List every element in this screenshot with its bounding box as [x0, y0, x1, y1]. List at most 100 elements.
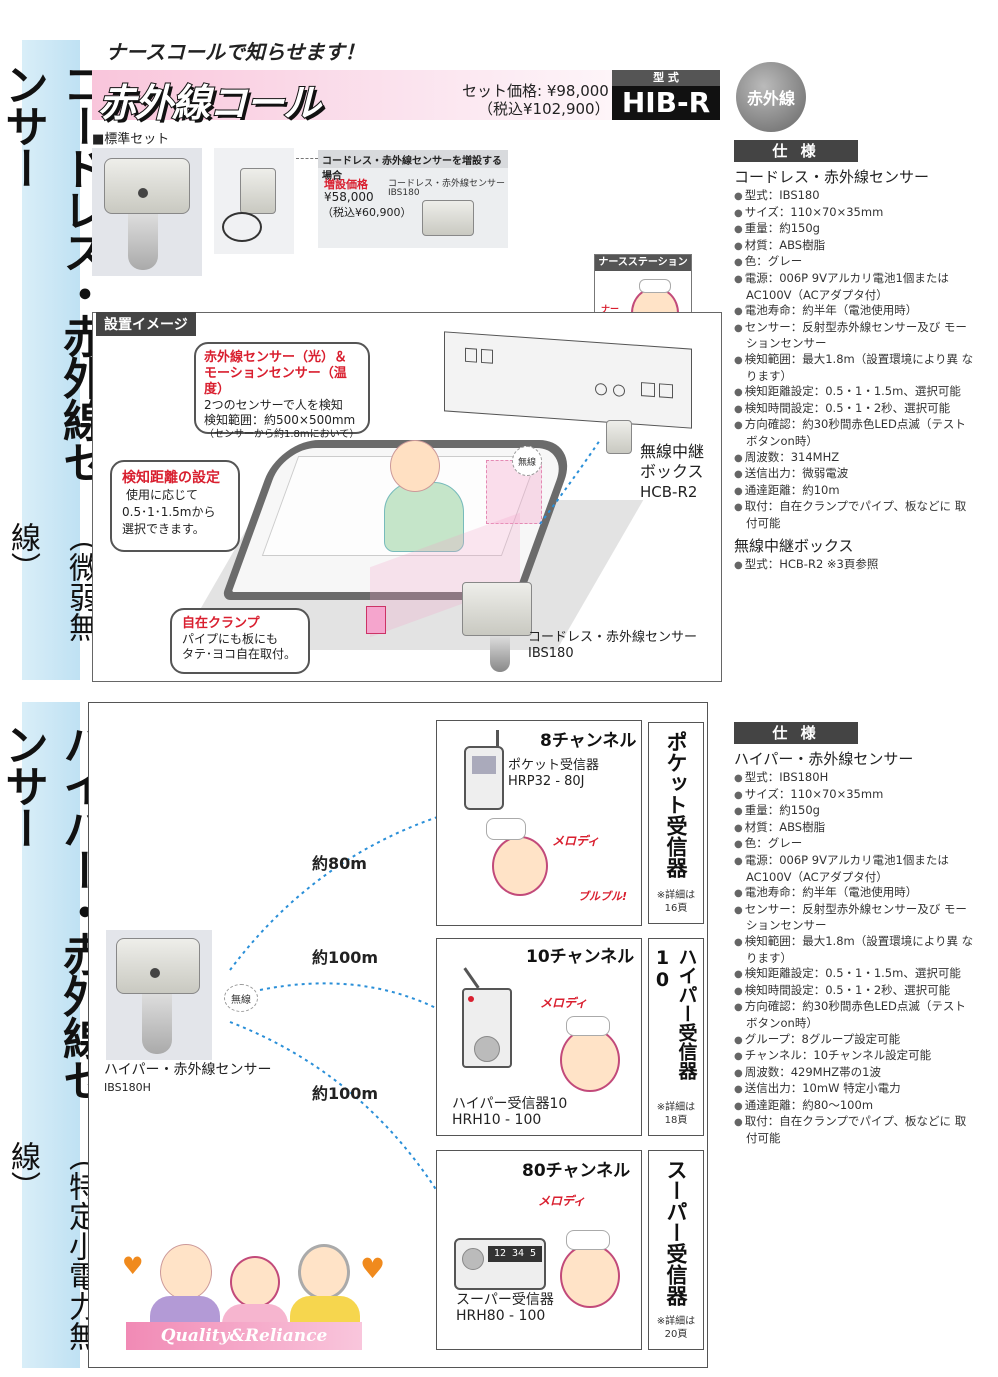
elder-woman-face: [298, 1244, 350, 1300]
super-receiver-display-text: 12 34 5: [493, 1248, 537, 1259]
spec-item: 電源：006P 9Vアルカリ電池1個または AC100V（ACアダプタ付）: [734, 271, 974, 303]
spec-item: 材質：ABS樹脂: [734, 238, 974, 255]
distance-8ch: 約80m: [312, 854, 367, 873]
wireless-text-1: 無線: [517, 457, 536, 468]
spec-item: 検知範囲：最大1.8m（設置環境により異 なります）: [734, 352, 974, 384]
spec-item: グループ：8グループ設定可能: [734, 1032, 974, 1049]
spec-item: センサー：反射型赤外線センサー及び モーションセンサー: [734, 320, 974, 352]
hyper-note-2: 18頁: [664, 1115, 688, 1126]
elder-man-face: [160, 1244, 212, 1300]
relay-cable: [222, 212, 262, 242]
wireless-path-10ch: [259, 982, 441, 1011]
hyper-vertical-label: ハイパー受信器10 ※詳細は 18頁: [648, 938, 704, 1136]
heart-icon: ♥: [360, 1252, 386, 1285]
hyper-receiver-speaker: [474, 1036, 500, 1062]
model-label: 型 式: [612, 70, 720, 86]
spec-item: 色：グレー: [734, 254, 974, 271]
spec-item: 電池寿命：約半年（電池使用時）: [734, 303, 974, 320]
super-note-2: 20頁: [664, 1329, 688, 1340]
dashed-connector: [296, 158, 318, 159]
super-vertical-label: スーパー受信器 ※詳細は 20頁: [648, 1150, 704, 1350]
spec-list-1: コードレス・赤外線センサー 型式：IBS180サイズ：110×70×35mm重量…: [734, 166, 974, 574]
wireless-label-1: 無線: [512, 446, 542, 476]
super-receiver-device: 12 34 5: [454, 1238, 546, 1290]
spec-title-1: コードレス・赤外線センサー: [734, 168, 930, 186]
nurse-center-face: [230, 1256, 280, 1308]
tagline: ナースコールで知らせます！: [106, 40, 365, 64]
callout-sensor-line-3: （センサーから約1.8mにおいて）: [204, 429, 360, 440]
hyper-sensor-body: [116, 938, 200, 994]
callout-distance-line-1: 使用に応じて: [126, 488, 199, 502]
pocket-vertical-label: ポケット受信器 ※詳細は 16頁: [648, 722, 704, 924]
super-receiver-speaker: [462, 1248, 484, 1270]
relay-body: [240, 168, 276, 214]
super-receiver-display: 12 34 5: [488, 1246, 542, 1262]
spec-title-2: ハイパー・赤外線センサー: [734, 750, 914, 768]
spec-list-2: ハイパー・赤外線センサー 型式：IBS180Hサイズ：110×70×35mm重量…: [734, 748, 974, 1147]
callout-distance-line-3: 選択できます。: [122, 522, 205, 536]
spec-item: 検知時間設定：0.5・1・2秒、選択可能: [734, 401, 974, 418]
patient-body: [384, 482, 464, 552]
relay-model: HCB-R2: [640, 483, 698, 501]
wireless-label-2: 無線: [224, 984, 258, 1012]
addon-sensor-image: [422, 200, 474, 236]
pocket-note-2: 16頁: [664, 903, 688, 914]
pocket-note: ※詳細は 16頁: [657, 889, 695, 915]
nurse-8ch-face: [492, 836, 548, 896]
relay-box: [606, 420, 632, 454]
callout-sensor: 赤外線センサー（光）＆ モーションセンサー（温度） 2つのセンサーで人を検知 検…: [194, 342, 370, 440]
spec-items-relay: 型式：HCB-R2 ※3頁参照: [734, 557, 974, 574]
spec-header-1: 仕 様: [734, 140, 858, 162]
hyper-note-1: ※詳細は: [656, 1102, 696, 1113]
channel-80-title: 80チャンネル: [522, 1161, 631, 1181]
nurse-80ch-face: [560, 1244, 620, 1308]
side-band-2: [22, 702, 80, 1368]
nurse-cap: [639, 279, 671, 293]
spec-item: 取付：自在クランプでパイプ、板などに 取付可能: [734, 1114, 974, 1146]
addon-price-tax: （税込¥60,900）: [322, 206, 412, 219]
distance-80ch: 約100m: [312, 1084, 379, 1103]
hyper-vertical-text: ハイパー受信器10: [651, 947, 698, 1080]
wireless-text-2: 無線: [231, 994, 251, 1006]
callout-clamp-line-1: パイプにも板にも: [182, 632, 279, 646]
infrared-badge: 赤外線: [736, 62, 806, 132]
spec-header-2: 仕 様: [734, 722, 858, 744]
side-band-1: [22, 40, 80, 680]
product-name: 赤外線コール: [97, 80, 322, 126]
spec-item: 材質：ABS樹脂: [734, 820, 974, 837]
infrared-badge-label: 赤外線: [746, 89, 795, 108]
standard-set-label: ■標準セット: [92, 132, 170, 147]
callout-sensor-line-1: 2つのセンサーで人を検知: [204, 398, 343, 412]
spec-item: 周波数：314MHZ: [734, 450, 974, 467]
spec-item: 検知距離設定：0.5・1・1.5m、選択可能: [734, 384, 974, 401]
wireless-path-8ch: [229, 809, 461, 971]
spec-item: サイズ：110×70×35mm: [734, 205, 974, 222]
callout-clamp: 自在クランプ パイプにも板にも タテ･ヨコ自在取付。: [170, 608, 310, 674]
spec-item: サイズ：110×70×35mm: [734, 787, 974, 804]
callout-clamp-line-2: タテ･ヨコ自在取付。: [182, 647, 297, 661]
clamp-shape: [128, 214, 158, 270]
hyper-note: ※詳細は 18頁: [657, 1101, 695, 1127]
hyper-receiver-name: ハイパー受信器10: [452, 1096, 568, 1112]
super-vertical-text: スーパー受信器: [664, 1159, 688, 1306]
addon-box: コードレス・赤外線センサーを増設する場合 増設価格 ¥58,000 （税込¥60…: [318, 150, 508, 248]
relay-label-2: ボックス: [640, 462, 704, 481]
hyper-sensor-caption-2: IBS180H: [104, 1081, 151, 1094]
wireless-path-scene: [539, 439, 601, 525]
patient-head: [390, 440, 440, 492]
pocket-vertical-text: ポケット受信器: [664, 731, 688, 878]
spec-item: 重量：約150g: [734, 221, 974, 238]
pocket-receiver-name: ポケット受信器: [508, 758, 600, 773]
scene-sensor: [462, 582, 532, 636]
price-line-1: セット価格: ¥98,000: [462, 82, 609, 100]
spec-item: 通達距離：約10m: [734, 483, 974, 500]
scene-sensor-caption-2: IBS180: [528, 646, 574, 661]
sensor-lens: [138, 188, 148, 198]
heart-icon-left: ♥: [122, 1252, 144, 1280]
nurse-station-label: ナースステーション: [595, 255, 691, 271]
sensor-body: [104, 158, 190, 214]
spec-item: 電源：006P 9Vアルカリ電池1個または AC100V（ACアダプタ付）: [734, 853, 974, 885]
vibrate-8ch: ブルブル!: [578, 890, 628, 903]
quality-text: Quality&Reliance: [160, 1326, 328, 1346]
model-number: HIB-R: [612, 86, 720, 120]
